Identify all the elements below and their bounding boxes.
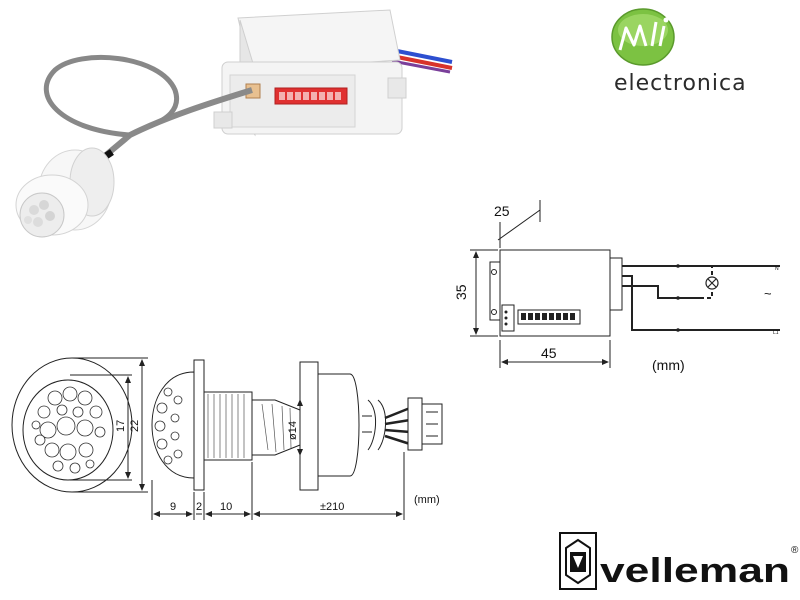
terminal-n-label: N [775, 266, 779, 272]
pir-sensor-head [15, 147, 115, 238]
ac-symbol: ~ [764, 286, 772, 301]
sensor-thread-dia-label: ø14 [287, 421, 299, 440]
sensor-connector [362, 397, 443, 451]
brand-name: electronica [614, 71, 747, 96]
registered-mark: ® [791, 545, 799, 556]
module-unit-label: (mm) [652, 357, 685, 373]
sensor-inner-dia-label: 17 [115, 420, 127, 432]
sensor-side-view [151, 359, 360, 491]
velleman-logo: velleman ® [559, 532, 799, 590]
sensor-unit-label: (mm) [414, 494, 440, 506]
dip-switch [274, 87, 348, 105]
mi-logo-icon [611, 8, 675, 66]
sensor-outer-dia-label: 22 [129, 420, 141, 432]
sensor-dome-length-label: 9 [170, 501, 176, 513]
lamp-icon [705, 276, 719, 290]
manufacturer-name: velleman [600, 552, 790, 590]
sensor-flange-length-label: 2 [196, 501, 202, 513]
velleman-emblem-icon [565, 538, 591, 585]
terminal-l-label: L1 [773, 330, 779, 336]
module-depth-label: 25 [494, 203, 510, 219]
sensor-cable-length-label: ±210 [320, 501, 344, 513]
module-height-label: 35 [453, 284, 469, 300]
module-width-label: 45 [541, 345, 557, 361]
sensor-thread-length-label: 10 [220, 501, 232, 513]
module-wires [391, 48, 453, 74]
module-box [213, 9, 407, 137]
